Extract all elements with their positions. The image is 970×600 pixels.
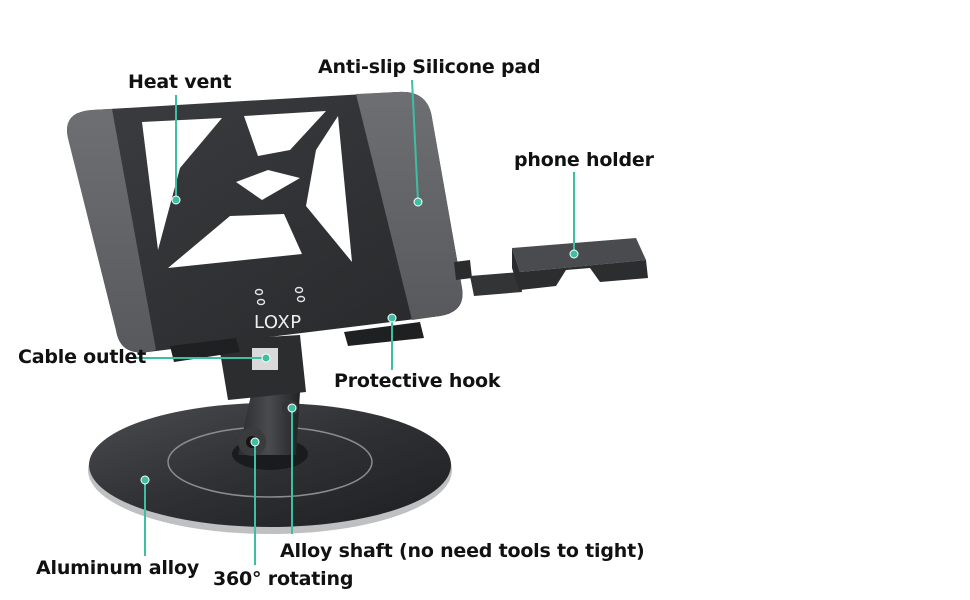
protective-hook-label: Protective hook xyxy=(334,370,501,392)
brand-logo: LOXP xyxy=(254,312,302,333)
cable-outlet-label: Cable outlet xyxy=(18,346,147,368)
heat-vent-label: Heat vent xyxy=(128,71,232,93)
left-protective-hook xyxy=(170,338,240,362)
laptop-plate: LOXP xyxy=(67,91,463,362)
phone-holder xyxy=(454,238,648,296)
alloy-shaft-label: Alloy shaft (no need tools to tight) xyxy=(280,540,645,562)
brand-dots xyxy=(254,286,306,306)
right-silicone-pad xyxy=(356,91,463,320)
silicone-pad-label: Anti-slip Silicone pad xyxy=(318,56,541,78)
aluminum-alloy-label: Aluminum alloy xyxy=(36,557,200,579)
rotating-label: 360° rotating xyxy=(213,568,354,590)
right-protective-hook xyxy=(344,322,424,346)
callout-dots xyxy=(140,195,579,485)
callout-lines xyxy=(136,79,575,565)
phone-holder-label: phone holder xyxy=(514,149,654,171)
heat-vent xyxy=(142,111,352,268)
left-silicone-pad xyxy=(67,109,156,353)
